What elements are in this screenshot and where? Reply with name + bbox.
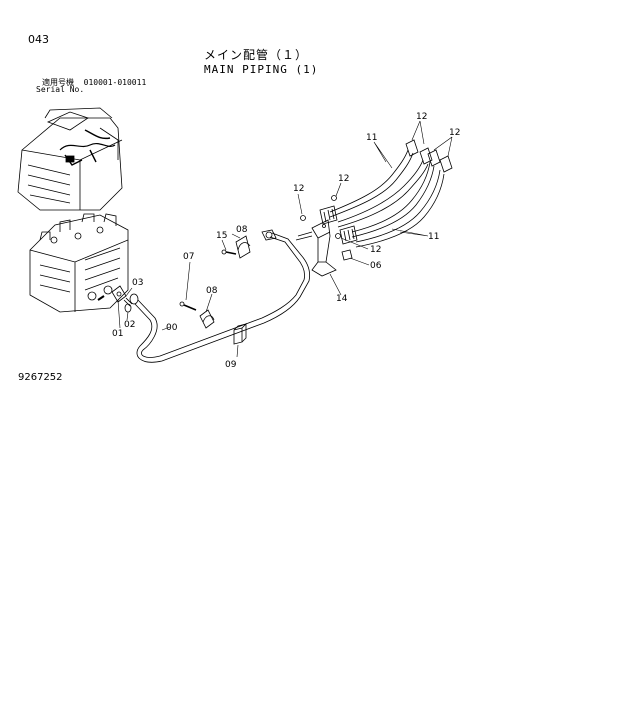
control-valve-illustration — [29, 213, 129, 313]
bracket — [295, 219, 337, 277]
callout-09: 09 — [225, 360, 237, 370]
leader-lines — [117, 120, 453, 358]
callout-06: 06 — [370, 261, 382, 271]
serial-label-japanese: 適用号機 010001-010011 — [42, 77, 146, 88]
callout-12-lower: 12 — [370, 245, 381, 255]
serial-label-english: Serial No. — [36, 85, 85, 94]
callout-07: 07 — [183, 252, 194, 262]
fitting-group-01-03 — [111, 285, 139, 313]
clamp-group-lower — [179, 301, 248, 345]
callout-02: 02 — [124, 320, 135, 330]
callout-15: 15 — [216, 231, 227, 241]
serial-label-jp-text: 適用号機 — [42, 78, 74, 87]
callout-03: 03 — [132, 278, 143, 288]
clamp-group-upper — [221, 235, 251, 259]
callout-12-mid: 12 — [338, 174, 349, 184]
page-title-english: MAIN PIPING (1) — [204, 63, 319, 76]
o-rings-and-plug — [300, 195, 353, 261]
drawing-number: 9267252 — [18, 372, 63, 383]
page-title-japanese: メイン配管（１） — [204, 48, 309, 62]
callout-12-left: 12 — [293, 184, 304, 194]
hose-group-upper — [319, 139, 433, 228]
serial-range: 010001-010011 — [83, 78, 147, 87]
callout-00: 00 — [166, 323, 178, 333]
callout-01: 01 — [112, 329, 123, 339]
page-number: 043 — [28, 33, 49, 46]
callout-12-top: 12 — [416, 112, 427, 122]
callout-08-upper: 08 — [236, 225, 248, 235]
callout-14: 14 — [336, 294, 348, 304]
callout-11-upper: 11 — [366, 133, 377, 143]
callout-08-lower: 08 — [206, 286, 218, 296]
hose-group-lower — [339, 149, 453, 248]
main-pipe — [134, 229, 310, 363]
machine-overview-illustration — [17, 107, 123, 211]
part-callouts: 08 15 07 08 00 09 03 02 01 14 06 12 11 1… — [112, 112, 460, 370]
callout-12-right: 12 — [449, 128, 460, 138]
callout-11-lower: 11 — [428, 232, 439, 242]
